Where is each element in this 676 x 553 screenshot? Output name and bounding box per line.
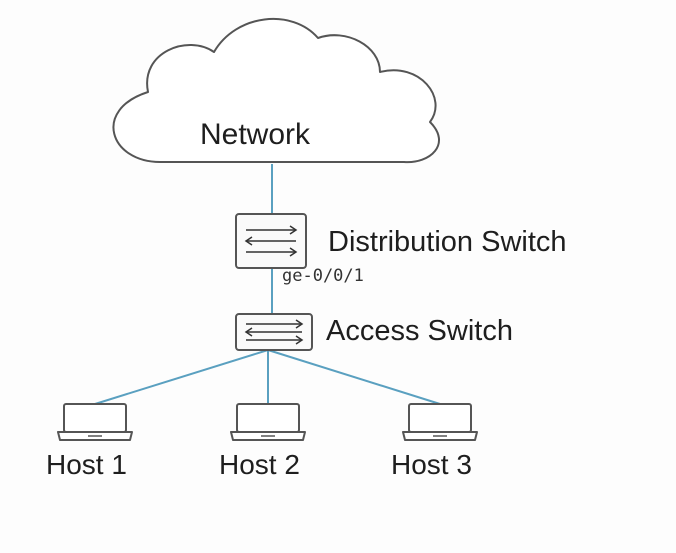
distribution-switch-label: Distribution Switch xyxy=(328,226,567,258)
laptop-icon xyxy=(57,403,133,441)
laptop-icon xyxy=(230,403,306,441)
access-switch-label: Access Switch xyxy=(326,315,513,347)
uplink-port-label: ge-0/0/1 xyxy=(282,266,364,286)
cloud-icon xyxy=(112,17,440,164)
host-label: Host 2 xyxy=(219,449,300,480)
host-label: Host 3 xyxy=(391,449,472,480)
access-switch-icon xyxy=(235,313,313,351)
cloud-label: Network xyxy=(200,118,311,151)
link-access-host1 xyxy=(94,349,269,405)
link-access-host3 xyxy=(267,349,441,405)
distribution-switch-icon xyxy=(235,213,307,269)
host-label: Host 1 xyxy=(46,449,127,480)
laptop-icon xyxy=(402,403,478,441)
